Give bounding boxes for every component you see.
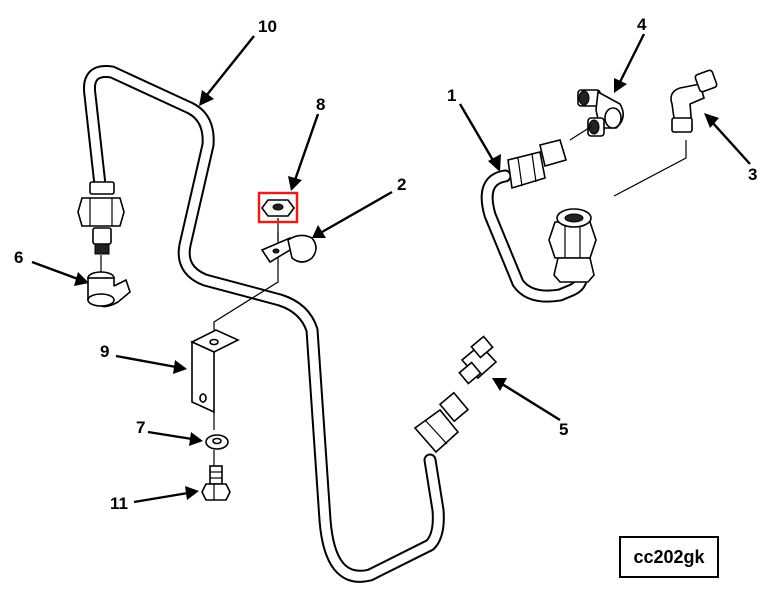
nut-8	[257, 191, 299, 240]
lower-right-nut	[413, 391, 470, 454]
adapter-fitting-5	[458, 335, 498, 385]
callout-9: 9	[100, 342, 109, 361]
callout-7: 7	[136, 418, 145, 437]
elbow-adapter-3	[670, 69, 718, 133]
leader-arrows	[31, 33, 751, 504]
callout-4: 4	[637, 15, 647, 34]
upper-left-nut	[77, 181, 125, 255]
tube-assembly-1	[480, 139, 597, 303]
callout-10: 10	[258, 17, 277, 36]
elbow-fitting-6	[87, 255, 131, 308]
callout-6: 6	[14, 248, 23, 267]
tube-assembly-10	[82, 65, 445, 583]
callout-11: 11	[110, 494, 128, 513]
bracket-9	[190, 329, 240, 430]
callout-1: 1	[447, 86, 456, 105]
callout-3: 3	[748, 165, 757, 184]
callout-labels: 10 8 2 1 4 3 5 6 9 7 11	[14, 15, 757, 513]
callout-8: 8	[316, 95, 325, 114]
elbow-fitting-4	[577, 89, 624, 137]
figure-code-label: cc202gk	[619, 536, 719, 578]
callout-2: 2	[397, 175, 406, 194]
bolt-11	[201, 465, 231, 501]
callout-5: 5	[559, 420, 568, 439]
clamp-2	[260, 234, 317, 264]
washer-7	[205, 434, 229, 466]
highlight-box	[257, 191, 299, 224]
